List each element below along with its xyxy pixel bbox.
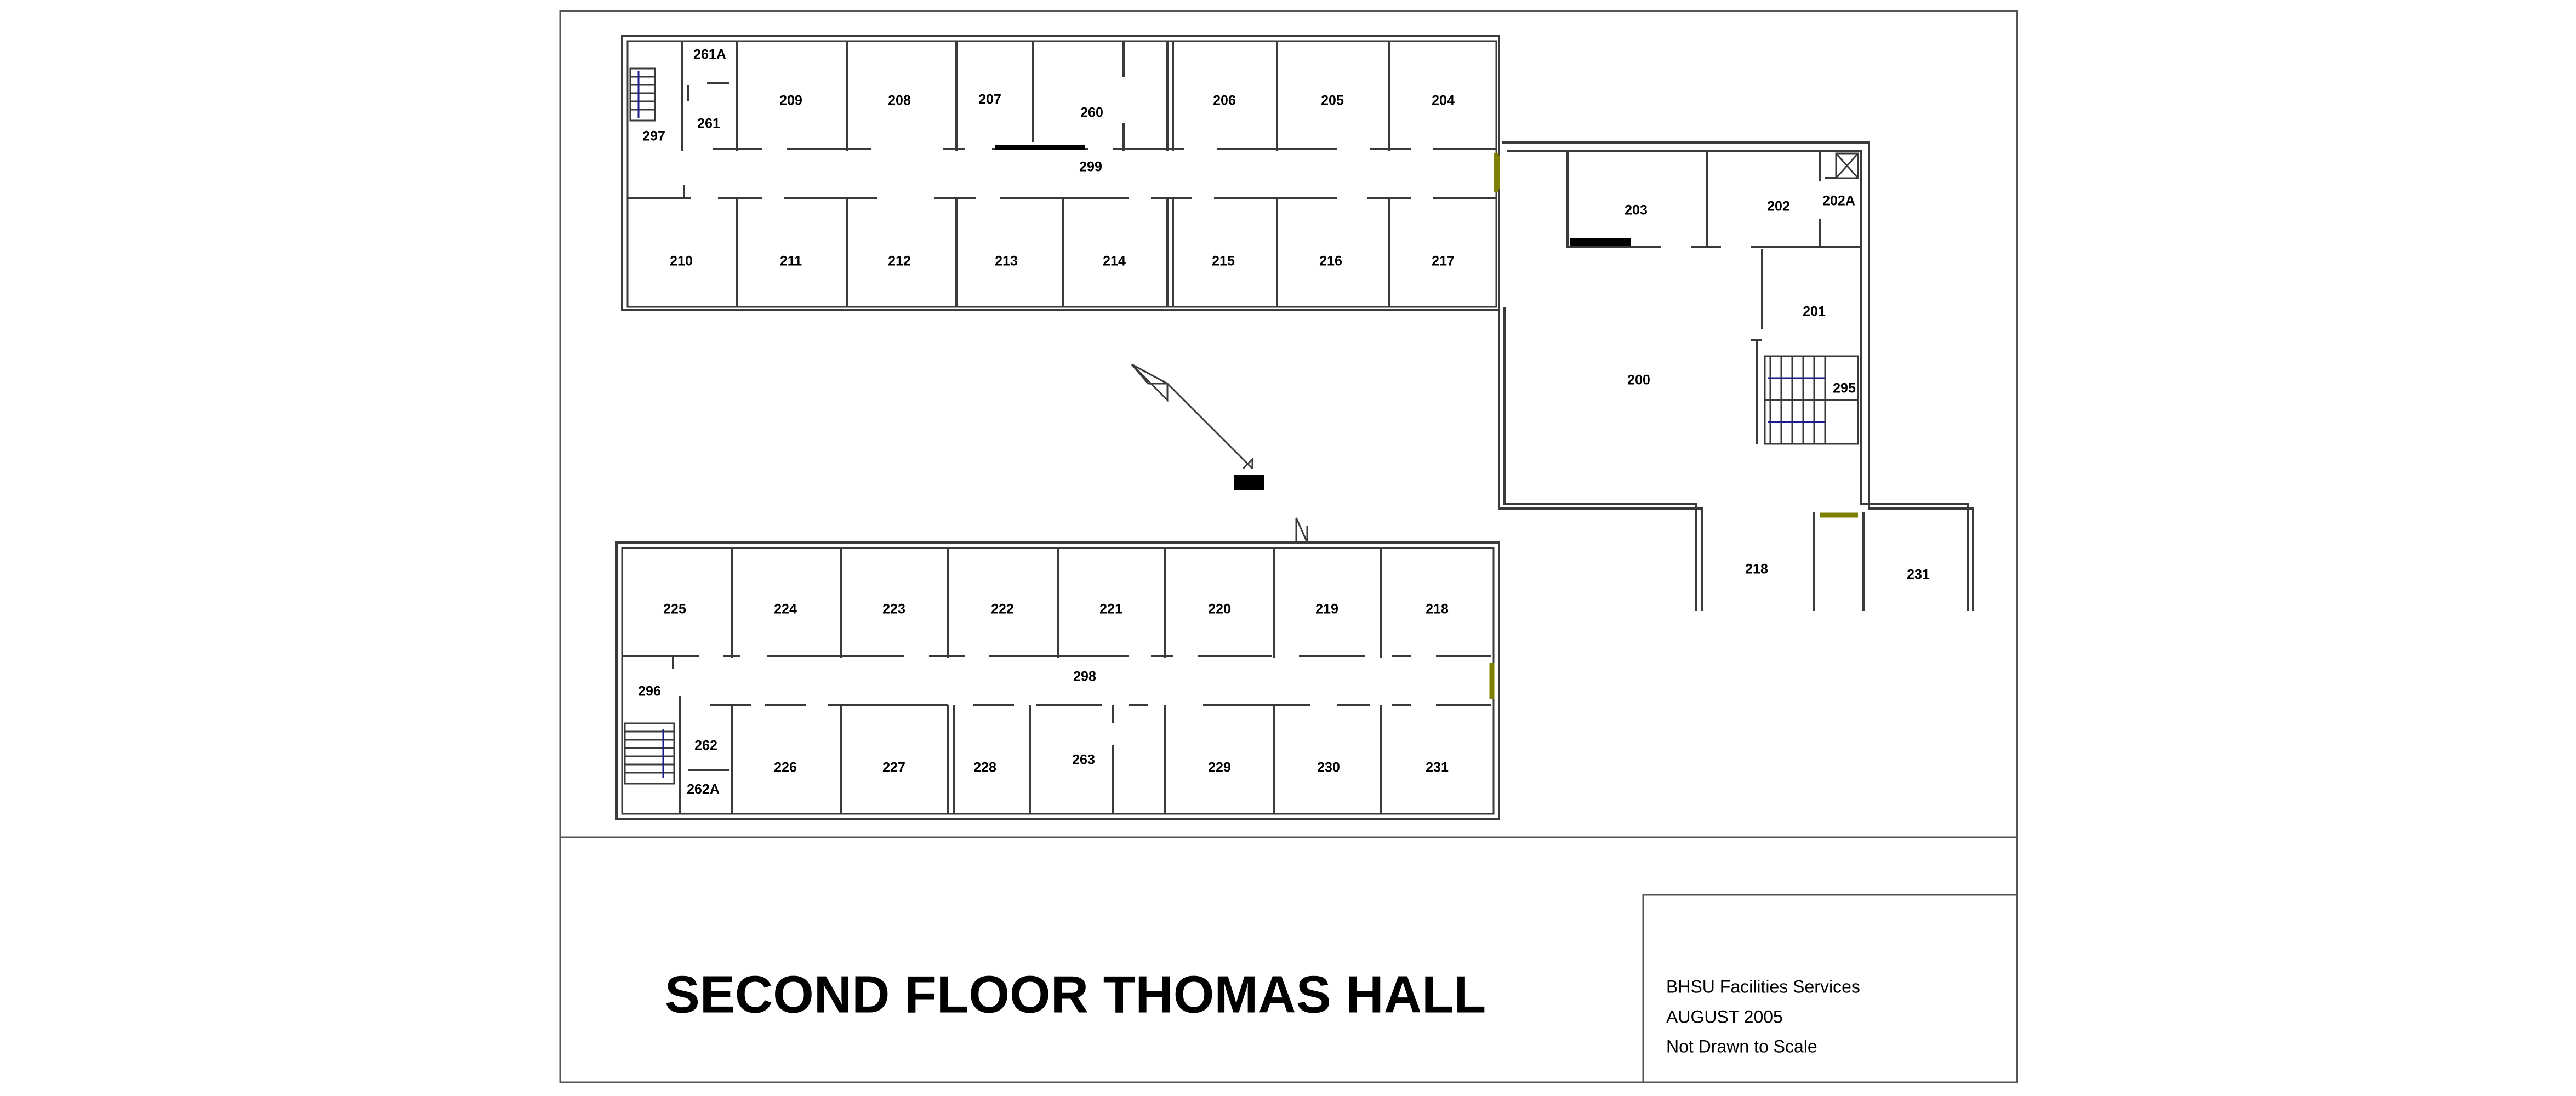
- room-label: 222: [991, 602, 1014, 617]
- room-label: 231: [1907, 567, 1930, 583]
- room-label: 207: [978, 92, 1001, 107]
- room-label: 223: [882, 602, 905, 617]
- room-label: 296: [638, 684, 661, 699]
- room-label: 297: [642, 129, 665, 144]
- room-label: 202: [1767, 199, 1790, 214]
- north-arrow-icon: [1131, 363, 1264, 490]
- room-label: 299: [1079, 159, 1102, 175]
- info-box-border: [1642, 894, 2017, 1082]
- room-label: 262A: [687, 782, 720, 797]
- room-label: 225: [663, 602, 686, 617]
- room-label: 203: [1625, 203, 1648, 218]
- outer-border: [559, 10, 2018, 1083]
- room-label: 211: [780, 254, 802, 269]
- room-label: 212: [888, 254, 911, 269]
- drawing-frame: [559, 10, 2018, 1083]
- room-label: 231: [1426, 760, 1449, 775]
- south-wing: 225 224 223 222 221 220 219 218 296 298 …: [615, 517, 1500, 820]
- room-label: 228: [973, 760, 996, 775]
- room-label: 227: [882, 760, 905, 775]
- east-wing-outline-outer: [1502, 141, 1974, 611]
- room-label: 220: [1208, 602, 1231, 617]
- north-wing: 261A 261 297 209 208 207 260 206 205 204…: [621, 35, 1500, 311]
- south-wing-outline: [615, 541, 1500, 820]
- room-label: 230: [1317, 760, 1340, 775]
- room-label: 221: [1099, 602, 1122, 617]
- room-label: 205: [1321, 93, 1344, 109]
- room-label: 217: [1432, 254, 1455, 269]
- room-label: 213: [995, 254, 1018, 269]
- room-label: 204: [1432, 93, 1455, 109]
- drawing-date: AUGUST 2005: [1666, 1007, 1783, 1026]
- room-label: 224: [774, 602, 797, 617]
- room-label: 298: [1073, 669, 1096, 684]
- elevator-shaft: [1835, 152, 1859, 179]
- room-label: 209: [779, 93, 802, 109]
- stair-296: [624, 722, 675, 785]
- room-label: 229: [1208, 760, 1231, 775]
- room-label: 215: [1212, 254, 1235, 269]
- room-label: 261: [697, 116, 720, 132]
- room-label: 210: [670, 254, 693, 269]
- room-label: 226: [774, 760, 797, 775]
- room-label: 201: [1803, 304, 1826, 319]
- info-block: BHSU Facilities Services AUGUST 2005 Not…: [1666, 977, 1860, 1056]
- counter-block: [995, 145, 1085, 150]
- north-wing-outline: [621, 35, 1500, 311]
- north-wing-inner-outline: [626, 40, 1497, 308]
- room-label: 218: [1745, 562, 1768, 577]
- organization-name: BHSU Facilities Services: [1666, 977, 1860, 996]
- room-label: 206: [1213, 93, 1236, 109]
- room-label: 260: [1080, 105, 1103, 121]
- room-label: 263: [1072, 752, 1095, 768]
- stair-297: [629, 67, 656, 122]
- east-wing-outline-left: [1498, 310, 1703, 611]
- room-label: 295: [1833, 381, 1856, 396]
- east-wing: 203 202 202A 201 200 295 218 231: [1495, 141, 1974, 611]
- room-label: 216: [1319, 254, 1342, 269]
- room-label: 261A: [693, 47, 726, 62]
- room-label: 219: [1315, 602, 1338, 617]
- room-label: 200: [1627, 373, 1650, 388]
- room-label: 208: [888, 93, 911, 109]
- scale-note: Not Drawn to Scale: [1666, 1036, 1817, 1056]
- room-label: 262: [694, 738, 717, 754]
- room-label: 202A: [1822, 193, 1855, 209]
- counter-block: [1570, 238, 1631, 246]
- room-label: 218: [1426, 602, 1449, 617]
- drawing-title: SECOND FLOOR THOMAS HALL: [665, 965, 1486, 1024]
- room-label: 214: [1103, 254, 1126, 269]
